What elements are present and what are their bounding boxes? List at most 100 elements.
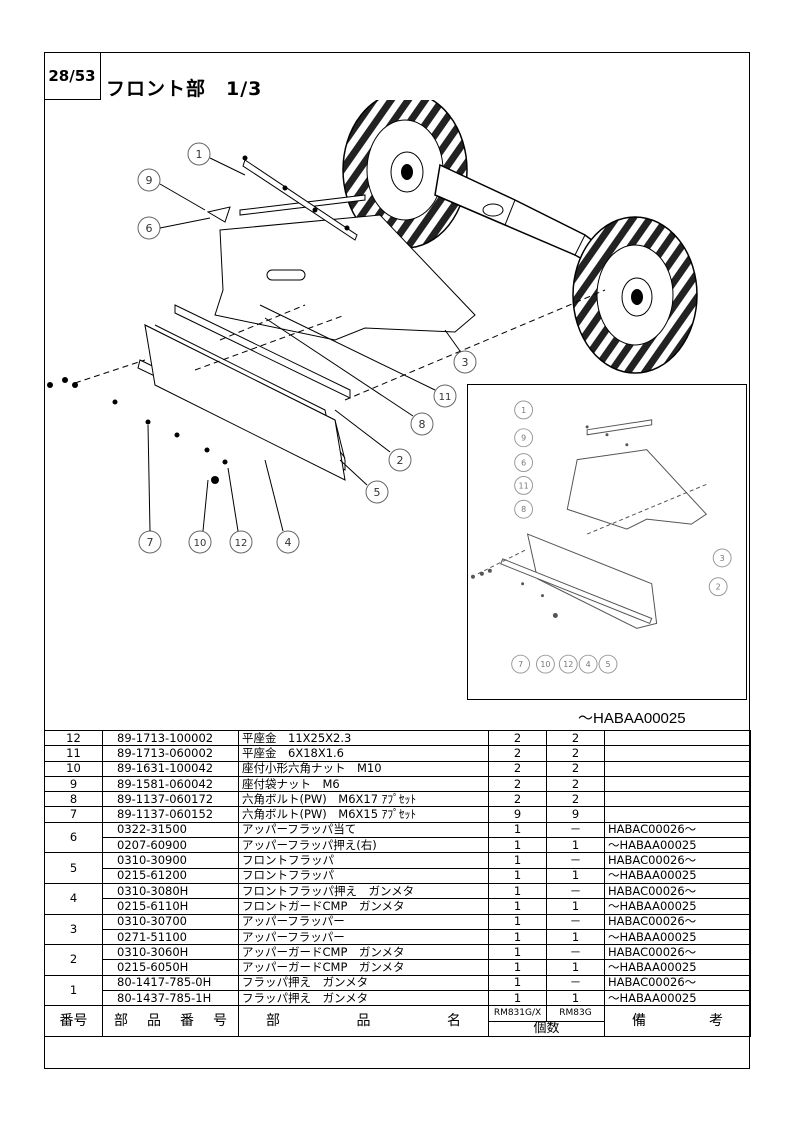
header-model-2: RM83G [546,1005,605,1022]
cell-qty-2: 9 [546,806,605,823]
cell-no: 12 [44,729,103,747]
cell-remark [604,760,751,777]
cell-no: 8 [44,791,103,808]
svg-text:3: 3 [720,554,725,563]
cell-part-name: フロントフラッパ押え ガンメタ [238,882,489,900]
header-code-char: 品 [147,1012,161,1029]
cell-qty-1: 2 [488,729,547,747]
header-no: 番号 [44,1005,103,1037]
cell-qty-1: 1 [488,821,547,839]
cell-remark: ～HABAA00025 [604,837,751,854]
svg-text:11: 11 [519,481,529,490]
cell-qty-2: 1 [546,928,605,946]
cell-qty-1: 1 [488,944,547,961]
axle-tube [434,163,607,266]
cell-remark [604,791,751,808]
inset-callout-5: 5 [598,654,618,674]
cell-part-name: フロントガードCMP ガンメタ [238,898,489,915]
cell-part-code: 0310-30900 [102,852,239,869]
svg-text:4: 4 [285,536,292,549]
cell-part-code: 80-1417-785-0H [102,974,239,992]
exploded-parts-diagram: 1 9 6 3 11 8 2 5 7 10 12 4 [47,100,698,554]
cell-no: 9 [44,775,103,793]
inset-callout-4: 4 [578,654,598,674]
svg-text:1: 1 [196,148,203,161]
svg-text:9: 9 [146,174,153,187]
cell-remark: ～HABAA00025 [604,990,751,1007]
cell-no: 2 [44,944,103,976]
inset-callout-1: 1 [514,400,534,420]
svg-text:2: 2 [716,583,721,592]
svg-text:8: 8 [521,505,526,514]
cell-qty-2: 2 [546,760,605,777]
cell-remark [604,806,751,823]
inset-callout-11: 11 [514,475,534,495]
cell-part-code: 0310-30700 [102,913,239,930]
cell-part-code: 89-1631-100042 [102,760,239,777]
callout-12: 12 [227,467,253,554]
page-number: 28/53 [44,52,101,100]
cell-qty-2: － [546,974,605,992]
inset-callout-2: 2 [708,577,728,597]
svg-text:10: 10 [540,660,550,669]
svg-text:12: 12 [235,538,248,549]
cell-part-name: フラッパ押え ガンメタ [238,990,489,1007]
cell-remark: ～HABAA00025 [604,928,751,946]
cell-part-name: 座付小形六角ナット M10 [238,760,489,777]
cell-qty-2: － [546,913,605,930]
cell-part-name: 座付袋ナット M6 [238,775,489,793]
cell-part-code: 80-1437-785-1H [102,990,239,1007]
cell-part-name: 平座金 11X25X2.3 [238,729,489,747]
cell-qty-2: － [546,852,605,869]
cell-part-name: アッパーガードCMP ガンメタ [238,944,489,961]
cell-part-name: フラッパ押え ガンメタ [238,974,489,992]
cell-part-code: 89-1137-060172 [102,791,239,808]
callout-8: 8 [264,317,434,436]
callout-4: 4 [264,459,300,554]
cell-qty-1: 1 [488,974,547,992]
header-part-name: 部品名 [238,1005,489,1037]
cell-no: 7 [44,806,103,823]
inset-callout-8: 8 [514,499,534,519]
cell-remark: ～HABAA00025 [604,898,751,915]
cell-qty-1: 1 [488,867,547,884]
page-title: フロント部 1/3 [106,78,263,100]
cell-remark [604,745,751,762]
cell-part-code: 0271-51100 [102,928,239,946]
cell-qty-1: 1 [488,913,547,930]
parts-table-header: 番号 部品番号 部品名 RM831G/X RM83G 備考 個数 [44,1005,751,1037]
cell-qty-2: 1 [546,990,605,1007]
cell-remark [604,729,751,747]
cell-part-code: 0215-61200 [102,867,239,884]
cell-no: 1 [44,974,103,1007]
wheel-right [572,216,698,374]
cell-part-code: 0322-31500 [102,821,239,839]
upper-flapper-plate [214,159,476,341]
header-code-char: 部 [114,1012,128,1029]
cell-part-code: 89-1137-060152 [102,806,239,823]
assembly-dash-lines [74,289,606,401]
cell-qty-1: 2 [488,791,547,808]
cell-remark: ～HABAA00025 [604,959,751,976]
cell-qty-1: 1 [488,837,547,854]
cell-qty-2: 2 [546,745,605,762]
svg-text:8: 8 [419,418,426,431]
inset-exploded-diagram: 1 9 6 11 8 3 2 7 10 12 4 5 [470,400,732,674]
cell-part-code: 89-1713-100002 [102,729,239,747]
front-flapper [144,324,346,481]
cell-qty-1: 2 [488,745,547,762]
inset-diagram-box: 1 9 6 11 8 3 2 7 10 12 4 5 [467,384,747,700]
cell-no: 3 [44,913,103,946]
cell-qty-2: 2 [546,775,605,793]
cell-no: 5 [44,852,103,884]
cell-no: 4 [44,882,103,915]
